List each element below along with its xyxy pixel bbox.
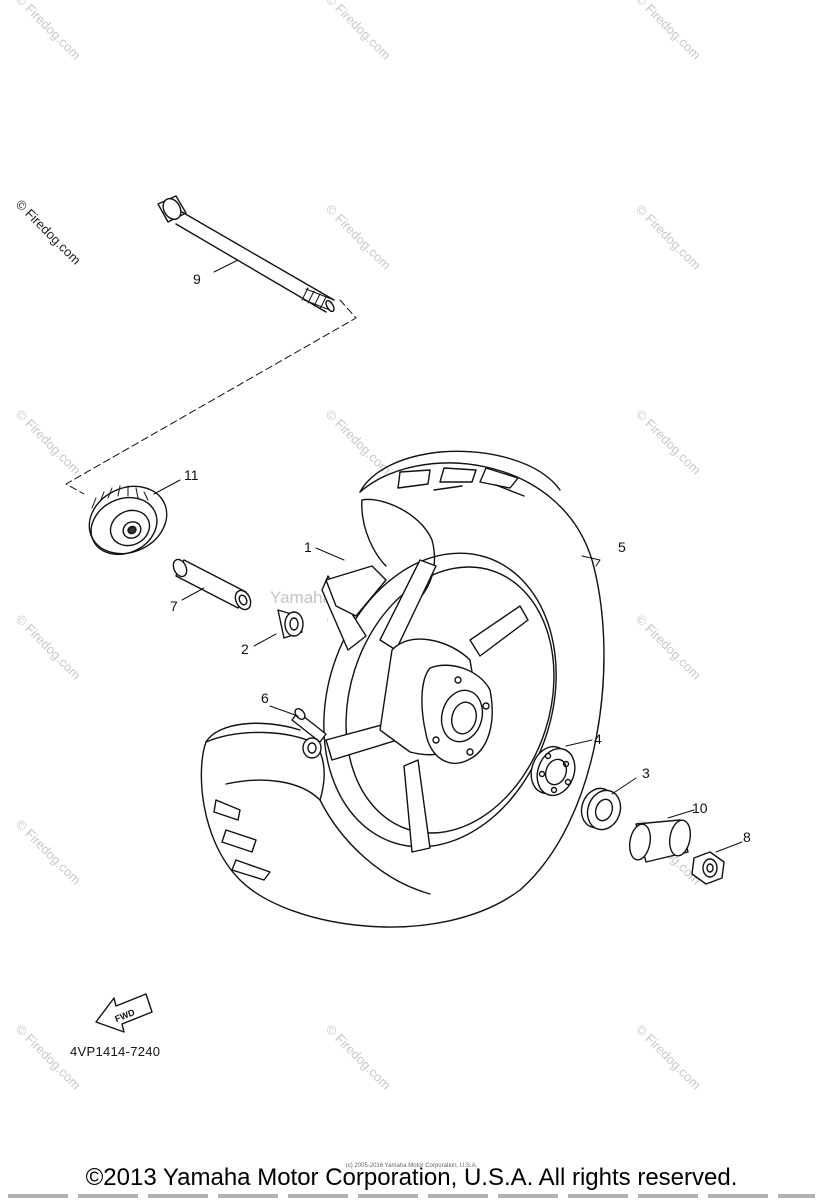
watermark: © Firedog.com	[13, 0, 84, 63]
callout-3: 3	[642, 765, 650, 781]
callout-9: 9	[193, 271, 201, 287]
assembly-line	[65, 299, 357, 495]
bearing-small	[580, 787, 622, 831]
speedometer-gear	[88, 485, 168, 556]
watermark: © Firedog.com	[633, 407, 704, 478]
callout-11: 11	[184, 467, 199, 483]
callout-10: 10	[692, 800, 708, 816]
watermark: © Firedog.com	[633, 0, 704, 63]
collar	[277, 609, 304, 639]
callout-4: 4	[594, 731, 602, 747]
footer-divider	[8, 1194, 815, 1198]
watermark: © Firedog.com	[633, 202, 704, 273]
copyright-footer: ©2013 Yamaha Motor Corporation, U.S.A. A…	[85, 1164, 738, 1191]
callout-1: 1	[304, 539, 312, 555]
callout-6: 6	[261, 690, 269, 706]
fwd-arrow-icon	[95, 993, 153, 1033]
watermark: © Firedog.com	[633, 1022, 704, 1093]
watermark: © Firedog.com	[323, 202, 394, 273]
bearing-large	[530, 745, 576, 797]
watermark: © Firedog.com	[13, 817, 84, 888]
valve-stem	[291, 708, 327, 759]
watermark: © Firedog.com	[13, 407, 84, 478]
callout-2: 2	[241, 641, 249, 657]
axle-nut	[691, 851, 725, 885]
watermark: © Firedog.com	[323, 407, 394, 478]
axle-bolt	[157, 195, 335, 313]
callout-8: 8	[743, 829, 751, 845]
watermark: © Firedog.com	[323, 0, 394, 63]
watermark: © Firedog.com	[13, 197, 84, 268]
spacer-tube	[172, 558, 252, 611]
spacer	[628, 819, 692, 863]
watermark: © Firedog.com	[323, 1022, 394, 1093]
leader-lines	[153, 259, 743, 853]
fine-print: (c) 2005-2016 Yamaha Motor Corporation, …	[345, 1163, 478, 1169]
wheel-assembly	[200, 450, 605, 928]
callout-labels: 1 2 3 4 5 6 7 8 9 10 11 FWD	[113, 271, 751, 1024]
watermark: © Firedog.com	[633, 612, 704, 683]
callout-5: 5	[618, 539, 626, 555]
part-code: 4VP1414-7240	[70, 1044, 161, 1059]
callout-7: 7	[170, 598, 178, 614]
watermark: © Firedog.com	[13, 612, 84, 683]
